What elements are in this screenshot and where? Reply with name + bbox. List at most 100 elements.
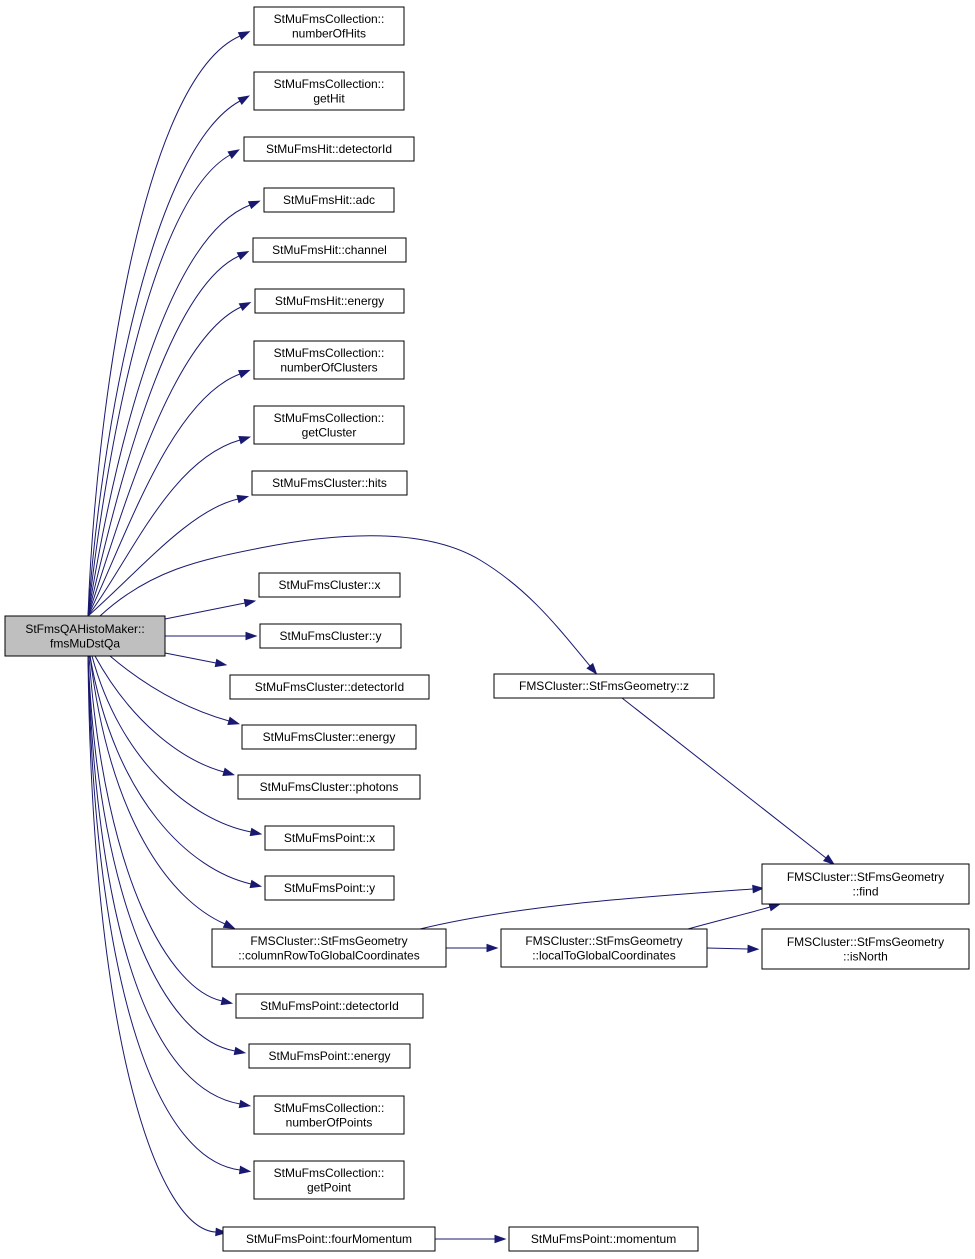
node-hit-detectorId[interactable]: StMuFmsHit::detectorId (243, 136, 415, 162)
edge-geom-z-to-geom-find (621, 697, 836, 866)
node-coll-getCluster[interactable]: StMuFmsCollection::getCluster (253, 405, 405, 445)
node-coll-numberOfHits[interactable]: StMuFmsCollection::numberOfHits (253, 6, 405, 46)
node-label-line: FMSCluster::StFmsGeometry::z (519, 679, 689, 693)
node-point-fourMomentum[interactable]: StMuFmsPoint::fourMomentum (222, 1226, 436, 1252)
node-box (237, 774, 421, 800)
node-cluster-photons[interactable]: StMuFmsCluster::photons (237, 774, 421, 800)
node-label-line: StMuFmsCluster::energy (263, 730, 396, 744)
node-box (253, 71, 405, 111)
edge-root-to-point-detectorId (88, 655, 234, 1006)
node-box (253, 340, 405, 380)
node-label-line: getPoint (307, 1180, 352, 1194)
edge-root-to-point-y (89, 655, 263, 889)
edge-root-to-cluster-hits (87, 494, 250, 617)
arrowhead (237, 31, 251, 41)
node-label-line: StMuFmsPoint::y (284, 881, 375, 895)
arrowhead (236, 494, 250, 504)
arrowhead (238, 301, 252, 312)
edge-root-to-coll-numberOfPoints (87, 655, 252, 1109)
arrowhead (236, 251, 250, 261)
arrowhead (215, 1227, 228, 1237)
node-label-line: StMuFmsCollection:: (274, 12, 385, 26)
node-label-line: getCluster (302, 425, 357, 439)
edge-geom-columnRow-to-geom-find (419, 884, 765, 930)
node-label-line: StFmsQAHistoMaker:: (25, 622, 144, 636)
edge-root-to-geom-columnRow (89, 655, 236, 929)
node-label-line: StMuFmsHit::detectorId (266, 142, 392, 156)
arrowhead (238, 1099, 252, 1109)
node-hit-energy[interactable]: StMuFmsHit::energy (254, 288, 405, 314)
node-label-line: numberOfClusters (280, 360, 377, 374)
node-label-line: StMuFmsCluster::y (279, 629, 381, 643)
node-cluster-x[interactable]: StMuFmsCluster::x (258, 572, 401, 598)
node-label-line: StMuFmsCluster::detectorId (255, 680, 404, 694)
arrowhead (227, 716, 241, 726)
arrowhead (494, 1234, 507, 1244)
edge-root-to-cluster-energy (109, 655, 241, 726)
node-coll-getHit[interactable]: StMuFmsCollection::getHit (253, 71, 405, 111)
node-cluster-y[interactable]: StMuFmsCluster::y (259, 623, 402, 649)
arrowhead (227, 149, 240, 159)
edge-point-fourMomentum-to-point-momentum (435, 1234, 507, 1244)
node-label-line: ::columnRowToGlobalCoordinates (238, 948, 419, 962)
arrowhead (238, 1165, 252, 1175)
edge-geom-localToGlobal-to-geom-isNorth (706, 944, 760, 954)
node-geom-isNorth[interactable]: FMSCluster::StFmsGeometry::isNorth (761, 928, 970, 970)
node-cluster-detectorId[interactable]: StMuFmsCluster::detectorId (229, 674, 430, 700)
node-hit-channel[interactable]: StMuFmsHit::channel (252, 237, 407, 263)
node-box (253, 1095, 405, 1135)
node-cluster-energy[interactable]: StMuFmsCluster::energy (241, 724, 417, 750)
node-point-y[interactable]: StMuFmsPoint::y (264, 875, 395, 901)
node-hit-adc[interactable]: StMuFmsHit::adc (263, 187, 395, 213)
call-edges (87, 31, 836, 1244)
node-geom-localToGlobal[interactable]: FMSCluster::StFmsGeometry::localToGlobal… (500, 928, 708, 968)
node-box (243, 136, 415, 162)
node-label-line: StMuFmsCollection:: (274, 411, 385, 425)
node-box (500, 928, 708, 968)
node-label-line: StMuFmsHit::channel (272, 243, 387, 257)
node-coll-getPoint[interactable]: StMuFmsCollection::getPoint (253, 1160, 405, 1200)
node-box (253, 405, 405, 445)
arrowhead (237, 369, 251, 379)
node-label-line: StMuFmsCluster::x (278, 578, 380, 592)
arrowhead (768, 902, 782, 912)
node-coll-numberOfClusters[interactable]: StMuFmsCollection::numberOfClusters (253, 340, 405, 380)
arrowhead (233, 1046, 247, 1056)
root-node-root[interactable]: StFmsQAHistoMaker::fmsMuDstQa (4, 615, 166, 657)
node-geom-find[interactable]: FMSCluster::StFmsGeometry::find (761, 863, 970, 905)
arrowhead (237, 95, 250, 105)
node-label-line: StMuFmsCluster::hits (272, 476, 387, 490)
node-coll-numberOfPoints[interactable]: StMuFmsCollection::numberOfPoints (253, 1095, 405, 1135)
node-label-line: StMuFmsHit::energy (275, 294, 384, 308)
edge-root-to-point-energy (87, 655, 247, 1056)
node-label-line: StMuFmsPoint::detectorId (260, 999, 399, 1013)
node-label-line: StMuFmsPoint::momentum (531, 1232, 676, 1246)
edge-root-to-cluster-x (164, 598, 257, 620)
node-point-detectorId[interactable]: StMuFmsPoint::detectorId (235, 993, 424, 1019)
node-point-x[interactable]: StMuFmsPoint::x (264, 825, 395, 851)
node-label-line: fmsMuDstQa (50, 636, 120, 650)
node-label-line: FMSCluster::StFmsGeometry (787, 935, 944, 949)
node-point-momentum[interactable]: StMuFmsPoint::momentum (508, 1226, 699, 1252)
node-geom-z[interactable]: FMSCluster::StFmsGeometry::z (493, 673, 715, 699)
node-geom-columnRow[interactable]: FMSCluster::StFmsGeometry::columnRowToGl… (211, 928, 447, 968)
arrowhead (247, 200, 261, 210)
node-label-line: StMuFmsCollection:: (274, 346, 385, 360)
node-label-line: ::isNorth (843, 949, 888, 963)
edge-root-to-coll-getPoint (87, 655, 252, 1175)
node-label-line: ::localToGlobalCoordinates (532, 948, 675, 962)
node-cluster-hits[interactable]: StMuFmsCluster::hits (251, 470, 408, 496)
edge-root-to-coll-numberOfClusters (87, 369, 251, 617)
edge-root-to-cluster-detectorId (164, 652, 228, 668)
edge-geom-columnRow-to-geom-localToGlobal (446, 943, 499, 953)
edge-root-to-cluster-photons (94, 655, 236, 777)
node-label-line: StMuFmsCollection:: (274, 1101, 385, 1115)
node-point-energy[interactable]: StMuFmsPoint::energy (248, 1043, 411, 1069)
node-box (235, 993, 424, 1019)
arrowhead (222, 767, 236, 777)
arrowhead (486, 943, 499, 953)
node-label-line: StMuFmsHit::adc (283, 193, 375, 207)
node-label-line: StMuFmsCluster::photons (260, 780, 399, 794)
node-box (761, 863, 970, 905)
